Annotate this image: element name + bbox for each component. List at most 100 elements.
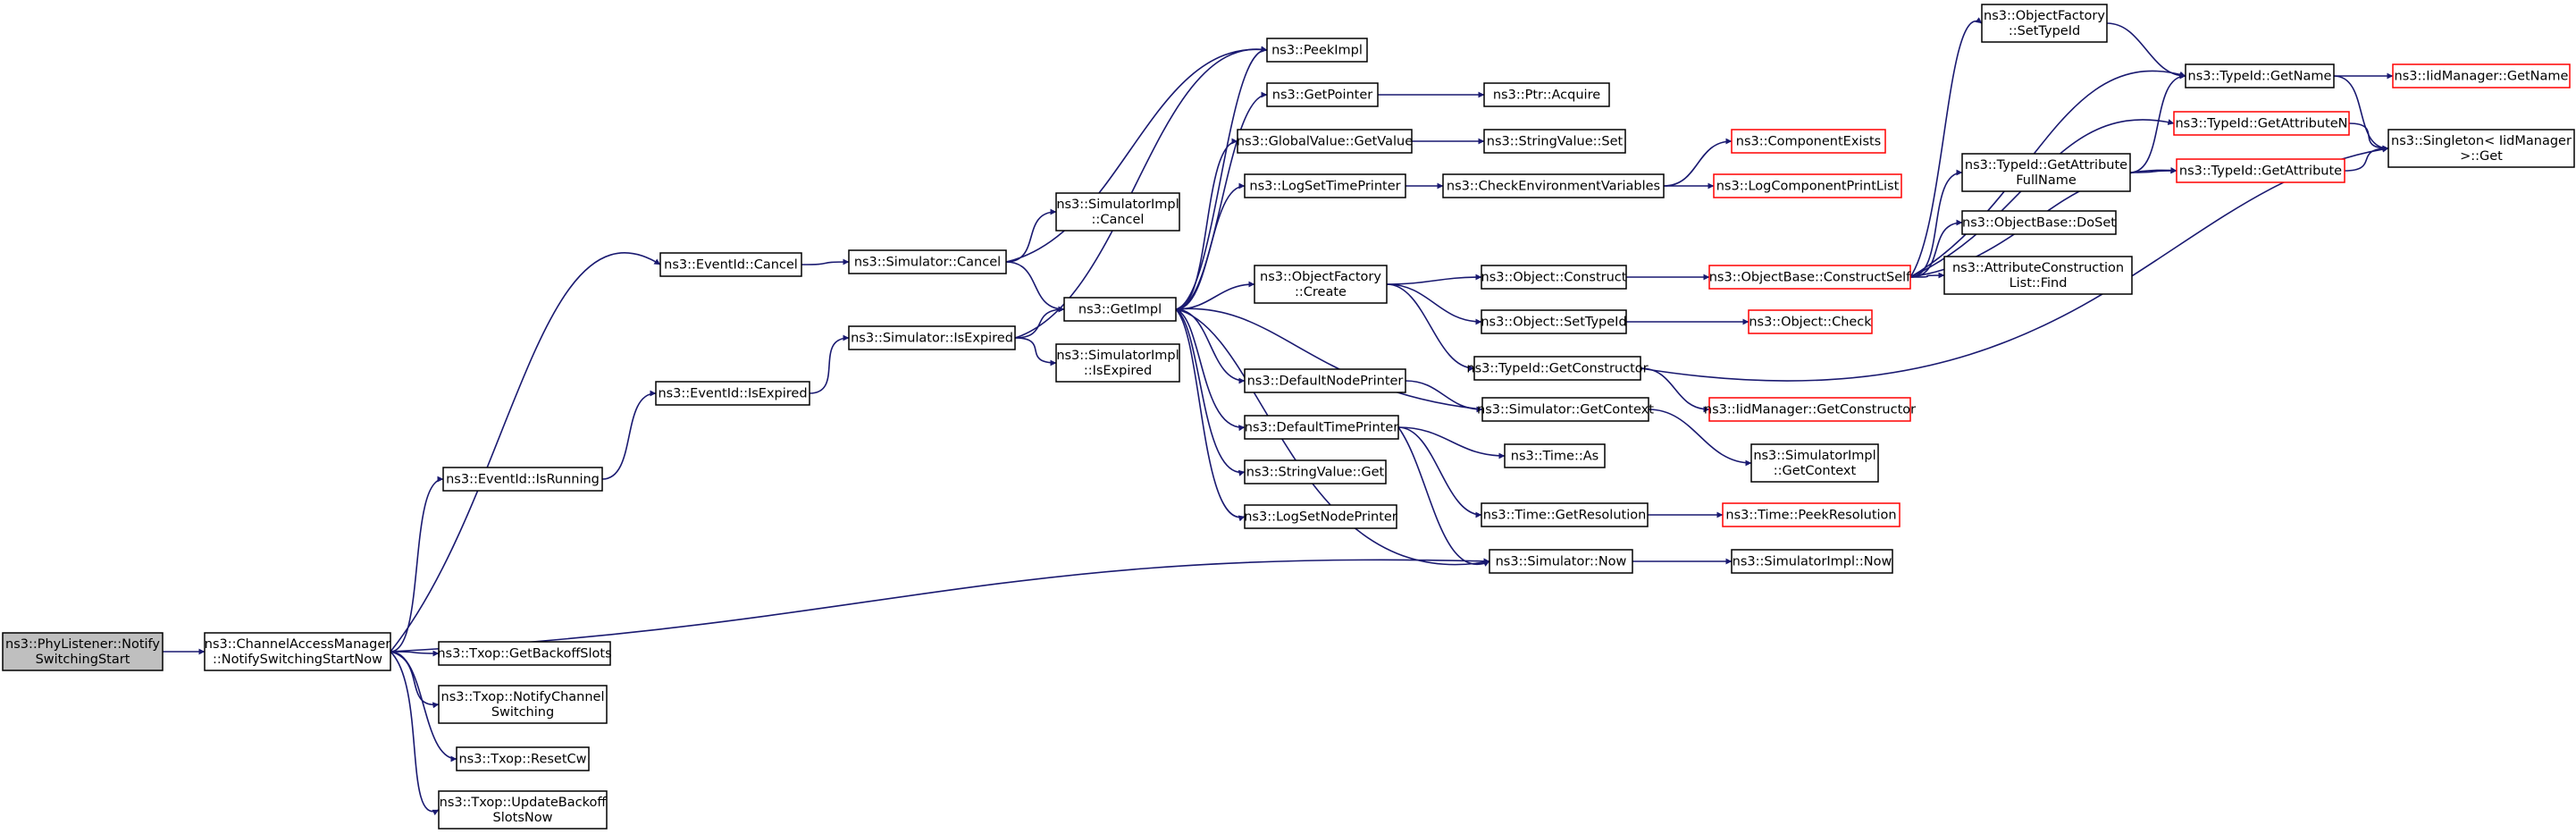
edge-path xyxy=(1014,306,1065,339)
node-ns3-objectfactory-settypeid[interactable]: ns3::ObjectFactory::SetTypeId xyxy=(1981,4,2108,43)
edge-n5-to-n6 xyxy=(801,258,850,265)
node-ns3-ptr-acquire[interactable]: ns3::Ptr::Acquire xyxy=(1483,82,1610,107)
node-ns3-txop-getbackoffslots[interactable]: ns3::Txop::GetBackoffSlots xyxy=(437,641,612,666)
node-box xyxy=(1237,129,1413,154)
node-ns3-peekimpl[interactable]: ns3::PeekImpl xyxy=(1266,38,1368,63)
node-ns3-typeid-getattributen[interactable]: ns3::TypeId::GetAttributeN xyxy=(2173,111,2350,136)
edge-n26-to-n27 xyxy=(1405,380,1483,413)
edge-path xyxy=(1909,219,1963,278)
edge-path xyxy=(1005,208,1057,263)
node-label: ns3::GetPointer xyxy=(1272,88,1373,103)
node-label: ns3::SimulatorImpl xyxy=(1056,349,1179,363)
node-label: ns3::ObjectBase::DoSet xyxy=(1962,216,2116,231)
node-ns3-defaulttimeprinter[interactable]: ns3::DefaultTimePrinter xyxy=(1244,415,1399,440)
edge-path xyxy=(1397,426,1506,459)
node-label: ns3::Txop::ResetCw xyxy=(458,753,586,767)
node-ns3-objectbase-doset[interactable]: ns3::ObjectBase::DoSet xyxy=(1961,210,2117,235)
edge-path xyxy=(801,258,850,265)
edge-path xyxy=(2129,72,2186,173)
node-ns3-time-as[interactable]: ns3::Time::As xyxy=(1504,443,1606,468)
node-ns3-getpointer[interactable]: ns3::GetPointer xyxy=(1266,82,1379,107)
node-ns3-objectfactory-create[interactable]: ns3::ObjectFactory::Create xyxy=(1254,265,1388,304)
node-ns3-simulatorimpl-isexpired[interactable]: ns3::SimulatorImpl::IsExpired xyxy=(1055,343,1180,383)
edge-n21-to-n45 xyxy=(1909,272,1945,279)
edge-path xyxy=(390,650,440,657)
node-label: SwitchingStart xyxy=(36,653,130,667)
node-box xyxy=(1483,129,1626,154)
edge-n19-to-n22 xyxy=(1386,283,1482,325)
edge-path xyxy=(390,651,440,709)
node-label: Switching xyxy=(491,705,554,720)
node-ns3-simulatorimpl-now[interactable]: ns3::SimulatorImpl::Now xyxy=(1731,549,1893,574)
node-ns3-time-peekresolution[interactable]: ns3::Time::PeekResolution xyxy=(1722,502,1901,527)
edge-n27-to-n8 xyxy=(1175,305,1483,410)
edge-n1-to-n49 xyxy=(390,651,440,816)
node-ns3-simulator-getcontext[interactable]: ns3::Simulator::GetContext xyxy=(1477,397,1654,422)
node-ns3-stringvalue-set[interactable]: ns3::StringValue::Set xyxy=(1483,129,1626,154)
node-ns3-object-settypeid[interactable]: ns3::Object::SetTypeId xyxy=(1481,309,1627,334)
node-ns3-object-construct[interactable]: ns3::Object::Construct xyxy=(1481,265,1627,290)
node-ns3-object-check[interactable]: ns3::Object::Check xyxy=(1748,309,1873,334)
node-ns3-logsetnodeprinter[interactable]: ns3::LogSetNodePrinter xyxy=(1244,504,1397,529)
node-ns3-simulator-isexpired[interactable]: ns3::Simulator::IsExpired xyxy=(848,325,1016,350)
node-ns3-logsettimeprinter[interactable]: ns3::LogSetTimePrinter xyxy=(1244,173,1406,198)
node-label: ns3::Object::SetTypeId xyxy=(1481,316,1626,330)
node-box xyxy=(1708,265,1911,290)
node-label: ns3::Time::PeekResolution xyxy=(1725,509,1896,523)
node-ns3-eventid-isexpired[interactable]: ns3::EventId::IsExpired xyxy=(655,381,810,406)
node-ns3-simulator-cancel[interactable]: ns3::Simulator::Cancel xyxy=(848,249,1007,274)
node-box xyxy=(204,632,391,671)
node-ns3-typeid-getconstructor[interactable]: ns3::TypeId::GetConstructor xyxy=(1466,356,1649,381)
node-ns3-simulator-now[interactable]: ns3::Simulator::Now xyxy=(1489,549,1633,574)
node-ns3-channelaccessmanager-notifyswitchingstartnow[interactable]: ns3::ChannelAccessManager::NotifySwitchi… xyxy=(204,632,391,671)
node-ns3-typeid-getattribute[interactable]: ns3::TypeId::GetAttribute xyxy=(2176,158,2345,183)
node-ns3-globalvalue-getvalue[interactable]: ns3::GlobalValue::GetValue xyxy=(1237,129,1413,154)
node-label: ns3::Simulator::IsExpired xyxy=(851,332,1013,346)
node-label: ns3::SimulatorImpl xyxy=(1753,449,1875,463)
node-ns3-defaultnodeprinter[interactable]: ns3::DefaultNodePrinter xyxy=(1244,368,1406,393)
node-box xyxy=(1748,309,1873,334)
edge-path xyxy=(601,390,657,480)
node-ns3-componentexists[interactable]: ns3::ComponentExists xyxy=(1731,129,1886,154)
node-ns3-objectbase-constructself[interactable]: ns3::ObjectBase::ConstructSelf xyxy=(1708,265,1911,290)
node-ns3-eventid-isrunning[interactable]: ns3::EventId::IsRunning xyxy=(442,467,603,492)
node-ns3-simulatorimpl-cancel[interactable]: ns3::SimulatorImpl::Cancel xyxy=(1055,192,1180,232)
node-ns3-checkenvironmentvariables[interactable]: ns3::CheckEnvironmentVariables xyxy=(1442,173,1665,198)
edge-n1-to-n48 xyxy=(390,651,457,762)
node-ns3-iidmanager-getname[interactable]: ns3::IidManager::GetName xyxy=(2392,63,2571,88)
edge-path xyxy=(1909,70,2186,278)
node-box xyxy=(1731,549,1893,574)
edge-path xyxy=(1175,281,1255,310)
edge-path xyxy=(1175,91,1268,310)
node-label: ns3::SimulatorImpl xyxy=(1056,198,1179,212)
node-ns3-getimpl[interactable]: ns3::GetImpl xyxy=(1063,297,1177,322)
edge-n6-to-n10 xyxy=(1005,46,1268,263)
node-ns3-typeid-getname[interactable]: ns3::TypeId::GetName xyxy=(2185,63,2335,88)
edge-path xyxy=(1014,337,1057,366)
node-label: ns3::Txop::UpdateBackoff xyxy=(440,796,608,810)
node-ns3-singleton-iidmanager-get[interactable]: ns3::Singleton< IidManager>::Get xyxy=(2387,129,2575,168)
node-ns3-txop-resetcw[interactable]: ns3::Txop::ResetCw xyxy=(456,746,590,771)
edge-n38-to-n40 xyxy=(2333,75,2389,152)
node-ns3-time-getresolution[interactable]: ns3::Time::GetResolution xyxy=(1481,502,1649,527)
node-label: ns3::AttributeConstruction xyxy=(1952,261,2124,275)
node-ns3-stringvalue-get[interactable]: ns3::StringValue::Get xyxy=(1244,459,1387,484)
edge-n37-to-n38 xyxy=(2106,22,2186,80)
node-ns3-simulatorimpl-getcontext[interactable]: ns3::SimulatorImpl::GetContext xyxy=(1750,443,1879,483)
node-label: ns3::TypeId::GetAttribute xyxy=(2179,164,2342,179)
node-box xyxy=(1504,443,1606,468)
edge-path xyxy=(1014,46,1268,339)
node-ns3-logcomponentprintlist[interactable]: ns3::LogComponentPrintList xyxy=(1713,173,1902,198)
node-label: ns3::ObjectFactory xyxy=(1984,9,2105,23)
node-ns3-eventid-cancel[interactable]: ns3::EventId::Cancel xyxy=(659,252,802,277)
node-box xyxy=(1961,153,2131,192)
node-ns3-phylistener-notify-switchingstart[interactable]: ns3::PhyListener::NotifySwitchingStart xyxy=(2,632,164,671)
edge-n8-to-n10 xyxy=(1175,46,1268,310)
node-ns3-iidmanager-getconstructor[interactable]: ns3::IidManager::GetConstructor xyxy=(1704,397,1916,422)
edge-n4-to-n9 xyxy=(1014,337,1057,366)
edge-path xyxy=(390,476,444,653)
